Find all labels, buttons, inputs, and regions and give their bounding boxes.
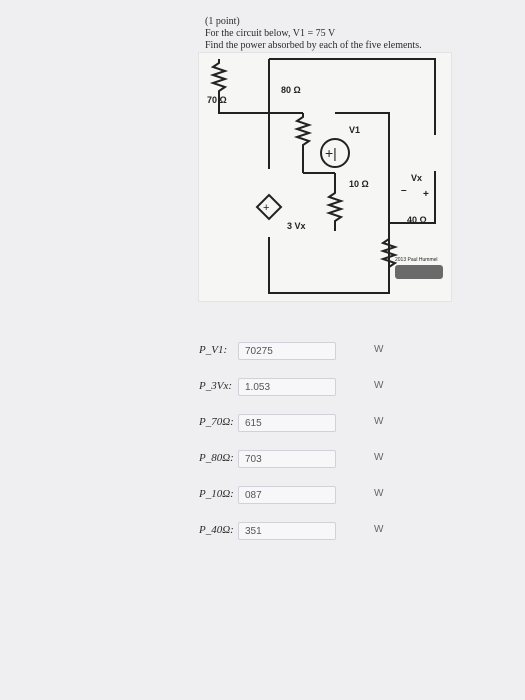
label-10: 10 Ω	[349, 179, 369, 189]
resistor-40	[379, 203, 399, 293]
answer-unit: W	[374, 488, 384, 499]
source-plus-minus-icon: +|	[325, 145, 337, 161]
answer-row: P_40Ω: 351 W	[196, 516, 426, 552]
answer-input[interactable]: 351	[238, 522, 336, 540]
answer-unit: W	[374, 452, 384, 463]
label-40: 40 Ω	[407, 215, 427, 225]
answer-unit: W	[374, 524, 384, 535]
answer-input[interactable]: 703	[238, 450, 336, 468]
points-label: (1 point)	[205, 16, 240, 27]
wire-top-right	[269, 58, 436, 224]
problem-statement: (1 point) For the circuit below, V1 = 75…	[205, 16, 422, 52]
label-3vx: 3 Vx	[287, 221, 306, 231]
dependent-source	[255, 193, 283, 221]
label-80: 80 Ω	[281, 85, 301, 95]
answer-row: P_3Vx: 1.053 W	[196, 372, 426, 408]
answer-input[interactable]: 70275	[238, 342, 336, 360]
answer-label: P_80Ω:	[199, 452, 234, 464]
answer-label: P_10Ω:	[199, 488, 234, 500]
answer-label: P_V1:	[199, 344, 228, 356]
wire-mid	[335, 112, 390, 149]
label-70: 70 Ω	[207, 95, 227, 105]
problem-line-1: For the circuit below, V1 = 75 V	[205, 28, 336, 39]
answer-unit: W	[374, 416, 384, 427]
answer-row: P_70Ω: 615 W	[196, 408, 426, 444]
dependent-plus-icon: +	[263, 202, 269, 214]
answer-input[interactable]: 615	[238, 414, 336, 432]
answer-input[interactable]: 1.053	[238, 378, 336, 396]
answer-unit: W	[374, 344, 384, 355]
label-minus: –	[401, 185, 407, 196]
answer-input[interactable]: 087	[238, 486, 336, 504]
voltage-source-v1	[320, 138, 350, 168]
circuit-svg: +| + V1 80 Ω 70 Ω 10 Ω 40 Ω Vx – + 3 Vx …	[207, 58, 443, 294]
resistor-10	[325, 173, 345, 231]
resistor-80	[293, 113, 313, 173]
circuit-diagram: +| + V1 80 Ω 70 Ω 10 Ω 40 Ω Vx – + 3 Vx …	[198, 52, 452, 302]
label-vx: Vx	[411, 173, 422, 183]
problem-line-2: Find the power absorbed by each of the f…	[205, 40, 422, 51]
answer-row: P_80Ω: 703 W	[196, 444, 426, 480]
answer-list: P_V1: 70275 W P_3Vx: 1.053 W P_70Ω: 615 …	[196, 336, 426, 552]
label-v1: V1	[349, 125, 360, 135]
answer-label: P_40Ω:	[199, 524, 234, 536]
resistor-70	[209, 59, 269, 114]
credit-label: 2013 Paul Hummel	[395, 257, 438, 263]
cc-license-badge	[395, 265, 443, 279]
label-plus: +	[423, 189, 429, 200]
answer-label: P_3Vx:	[199, 380, 232, 392]
answer-row: P_V1: 70275 W	[196, 336, 426, 372]
answer-label: P_70Ω:	[199, 416, 234, 428]
answer-row: P_10Ω: 087 W	[196, 480, 426, 516]
answer-unit: W	[374, 380, 384, 391]
